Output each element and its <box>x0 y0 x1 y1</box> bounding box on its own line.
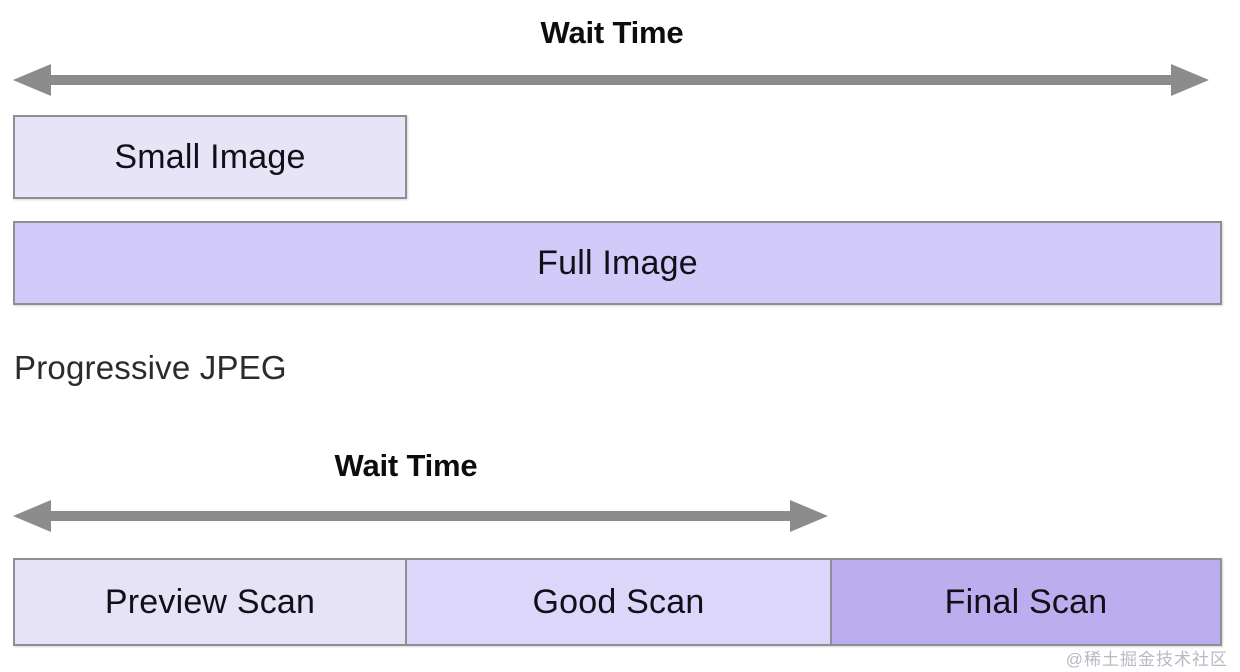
scan-segment-final-label: Final Scan <box>944 583 1108 621</box>
progressive-scan-bar: Preview Scan Good Scan Final Scan <box>13 558 1222 646</box>
wait-time-title-baseline: Wait Time <box>540 15 684 50</box>
scan-segment-good-label: Good Scan <box>532 583 705 621</box>
bar-full-image: Full Image <box>13 221 1222 305</box>
section-label-progressive-jpeg: Progressive JPEG <box>14 349 287 386</box>
bar-small-image: Small Image <box>13 115 407 199</box>
watermark: @稀土掘金技术社区 <box>1065 650 1228 669</box>
wait-time-double-headed-arrow-baseline <box>13 62 1209 98</box>
wait-time-double-headed-arrow-progressive <box>13 498 828 534</box>
bar-full-image-label: Full Image <box>537 244 698 282</box>
wait-time-title-progressive: Wait Time <box>334 448 478 483</box>
scan-segment-preview-label: Preview Scan <box>104 583 316 621</box>
scan-segment-good: Good Scan <box>407 560 832 644</box>
bar-small-image-label: Small Image <box>114 138 306 176</box>
scan-segment-preview: Preview Scan <box>15 560 407 644</box>
scan-segment-final: Final Scan <box>832 560 1220 644</box>
